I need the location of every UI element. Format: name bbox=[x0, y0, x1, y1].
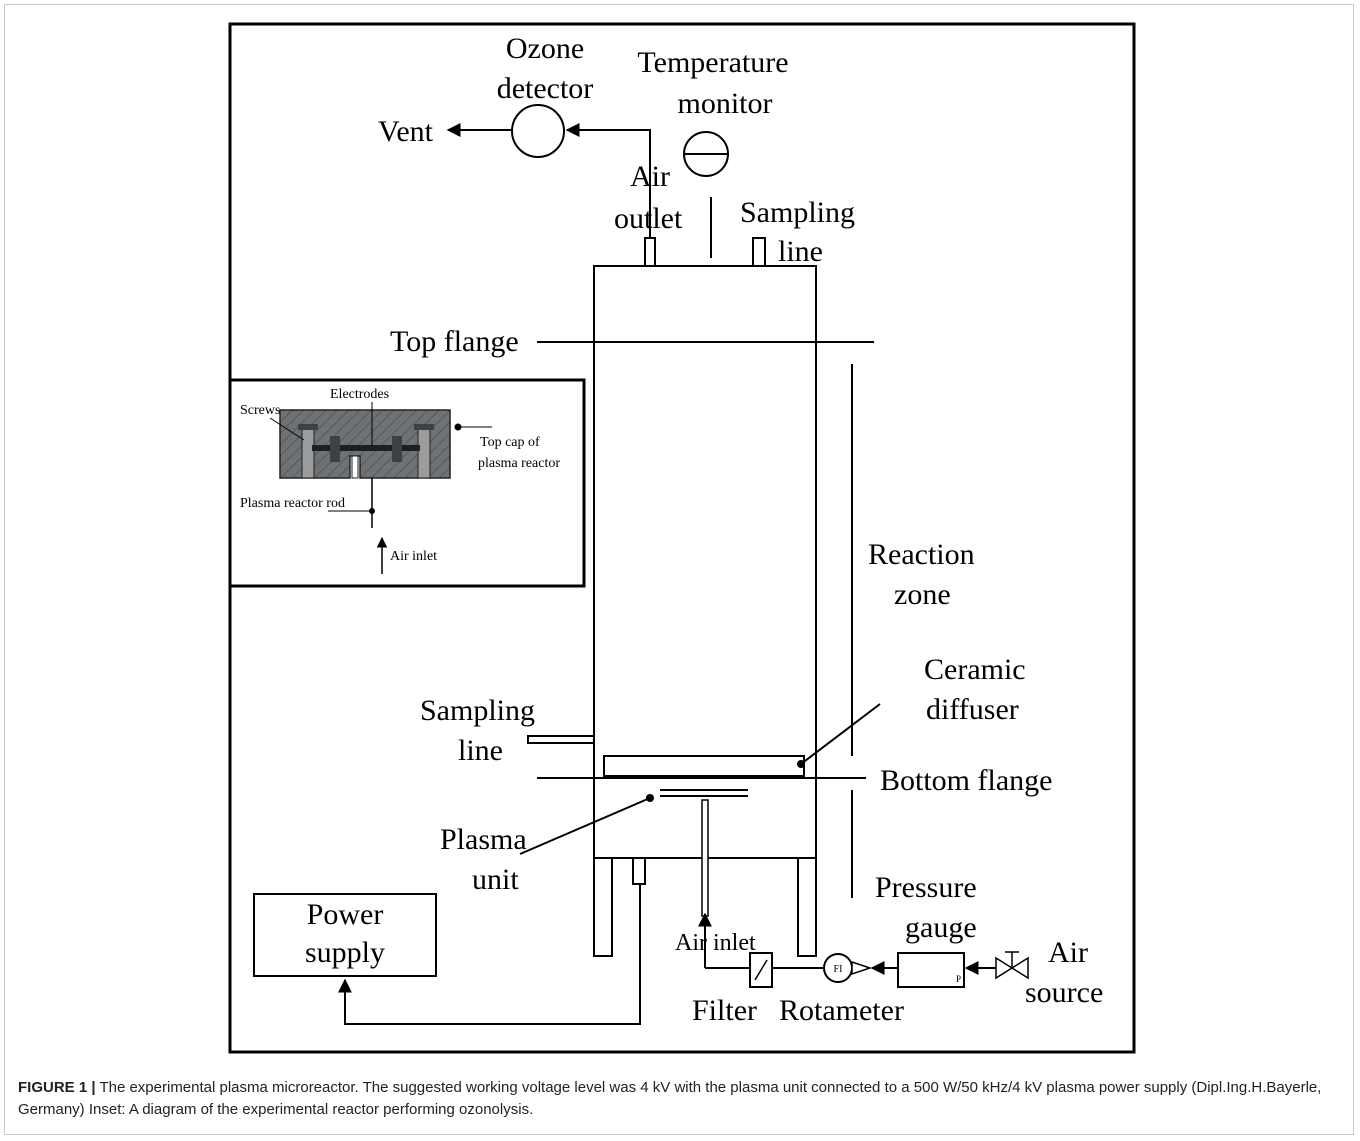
air-outlet-label-1: Air bbox=[630, 160, 670, 193]
rotameter-label: Rotameter bbox=[779, 994, 904, 1027]
power-cable bbox=[338, 884, 641, 1025]
filter-label: Filter bbox=[692, 994, 757, 1027]
sampling-line-side-label-1: Sampling bbox=[420, 694, 535, 727]
power-supply-label-1: Power bbox=[307, 898, 384, 931]
sampling-line-top-label-2: line bbox=[778, 235, 823, 268]
inset-diagram: Electrodes Screws Top cap of plasma reac… bbox=[228, 378, 586, 588]
reaction-zone-label-1: Reaction bbox=[868, 538, 975, 571]
sampling-port-side bbox=[527, 735, 595, 744]
air-outlet-label-2: outlet bbox=[614, 202, 683, 235]
power-supply-box bbox=[253, 893, 437, 977]
air-outlet-port bbox=[644, 237, 656, 267]
inset-top-cap-label-2: plasma reactor bbox=[478, 456, 560, 471]
air-inlet-label: Air inlet bbox=[675, 930, 756, 956]
ceramic-diffuser-leader bbox=[800, 703, 881, 765]
bottom-flange-label: Bottom flange bbox=[880, 764, 1052, 797]
ozone-detector-label-1: Ozone bbox=[506, 32, 584, 65]
pressure-gauge-label-1: Pressure bbox=[875, 871, 977, 904]
inset-electrode-bar bbox=[312, 445, 420, 451]
sampling-line-top-label-1: Sampling bbox=[740, 196, 855, 229]
caption-text: The experimental plasma microreactor. Th… bbox=[18, 1079, 1322, 1118]
sampling-port-top bbox=[752, 237, 766, 267]
inset-air-inlet-label: Air inlet bbox=[390, 549, 437, 564]
air-source-label-2: source bbox=[1025, 976, 1103, 1009]
ceramic-diffuser bbox=[603, 755, 805, 777]
reaction-zone-label-2: zone bbox=[894, 578, 951, 611]
temperature-monitor-label-2: monitor bbox=[678, 87, 773, 120]
right-leg bbox=[797, 857, 817, 957]
temperature-monitor: Temperature monitor bbox=[637, 46, 789, 258]
left-leg bbox=[593, 857, 613, 957]
caption-label: FIGURE 1 | bbox=[18, 1079, 96, 1096]
pressure-gauge-label-2: gauge bbox=[905, 911, 977, 944]
ceramic-diffuser-label-1: Ceramic bbox=[924, 653, 1026, 686]
plasma-unit-leader bbox=[519, 797, 651, 855]
pressure-gauge-box bbox=[897, 952, 965, 988]
reactor-diagram: Ozone detector Vent Temperature monitor … bbox=[228, 22, 1136, 1054]
inset-screw-right bbox=[417, 427, 431, 479]
inset-top-cap-label-1: Top cap of bbox=[480, 435, 540, 450]
ceramic-diffuser-label-2: diffuser bbox=[926, 693, 1019, 726]
plasma-reactor-rod bbox=[701, 799, 709, 917]
temperature-monitor-label-1: Temperature bbox=[637, 46, 788, 79]
inset-screws-label: Screws bbox=[240, 403, 280, 418]
power-supply-label-2: supply bbox=[305, 936, 385, 969]
reactor-vessel bbox=[593, 237, 817, 957]
figure-caption: FIGURE 1 | The experimental plasma micro… bbox=[18, 1077, 1338, 1121]
plasma-unit-label-2: unit bbox=[472, 863, 519, 896]
ozone-detector-symbol bbox=[511, 104, 565, 158]
inset-electrodes-label: Electrodes bbox=[330, 387, 389, 402]
air-source-valve bbox=[995, 951, 1029, 980]
plasma-unit-label-1: Plasma bbox=[440, 823, 527, 856]
pressure-gauge-symbol-text: P bbox=[956, 974, 961, 984]
sampling-line-side-label-2: line bbox=[458, 734, 503, 767]
rotameter-symbol-text: FI bbox=[834, 964, 843, 975]
ozone-detector: Ozone detector bbox=[497, 32, 594, 158]
power-feed-port bbox=[632, 857, 646, 885]
air-source-label-1: Air bbox=[1048, 936, 1088, 969]
vent-label: Vent bbox=[378, 115, 434, 148]
top-flange-label: Top flange bbox=[390, 325, 519, 358]
ozone-detector-label-2: detector bbox=[497, 72, 594, 105]
reactor-body bbox=[593, 265, 817, 859]
outlet-line bbox=[565, 123, 651, 238]
inset-screw-left bbox=[301, 427, 315, 479]
inset-reactor-rod-label: Plasma reactor rod bbox=[240, 496, 345, 511]
